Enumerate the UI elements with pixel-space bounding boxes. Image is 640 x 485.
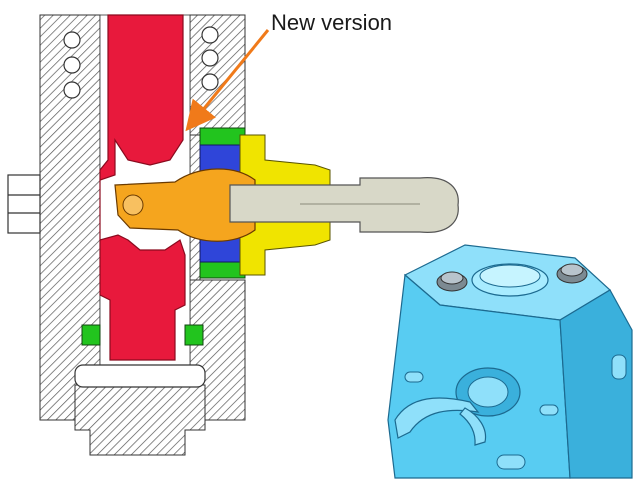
- piston: [99, 14, 186, 361]
- piston-seal-right: [184, 324, 204, 346]
- lower-ring: [74, 364, 206, 388]
- fork-right: [459, 407, 487, 446]
- housing-left-wall: [39, 14, 101, 421]
- pin-3: [496, 454, 526, 470]
- piston-seal-left: [81, 324, 101, 346]
- top-boss-inner: [479, 264, 541, 288]
- pin-4: [611, 354, 627, 380]
- annotation-arrow: [185, 29, 270, 132]
- ball-joint: [114, 168, 256, 242]
- pin-2: [539, 404, 559, 416]
- side-bolt: [7, 174, 41, 234]
- ball-joint-pin: [122, 194, 144, 216]
- link-rod: [229, 177, 459, 233]
- spring-right: [201, 26, 219, 91]
- pin-1: [404, 371, 424, 383]
- fork: [394, 397, 480, 439]
- bottom-plug: [74, 384, 206, 456]
- spring-left: [63, 31, 81, 99]
- bolt-right: [556, 263, 588, 284]
- block-right-face: [559, 289, 633, 479]
- annotation-label: New version: [271, 10, 393, 35]
- block-3d: [387, 244, 633, 479]
- front-port-inner: [467, 376, 509, 408]
- bolt-left: [436, 271, 468, 292]
